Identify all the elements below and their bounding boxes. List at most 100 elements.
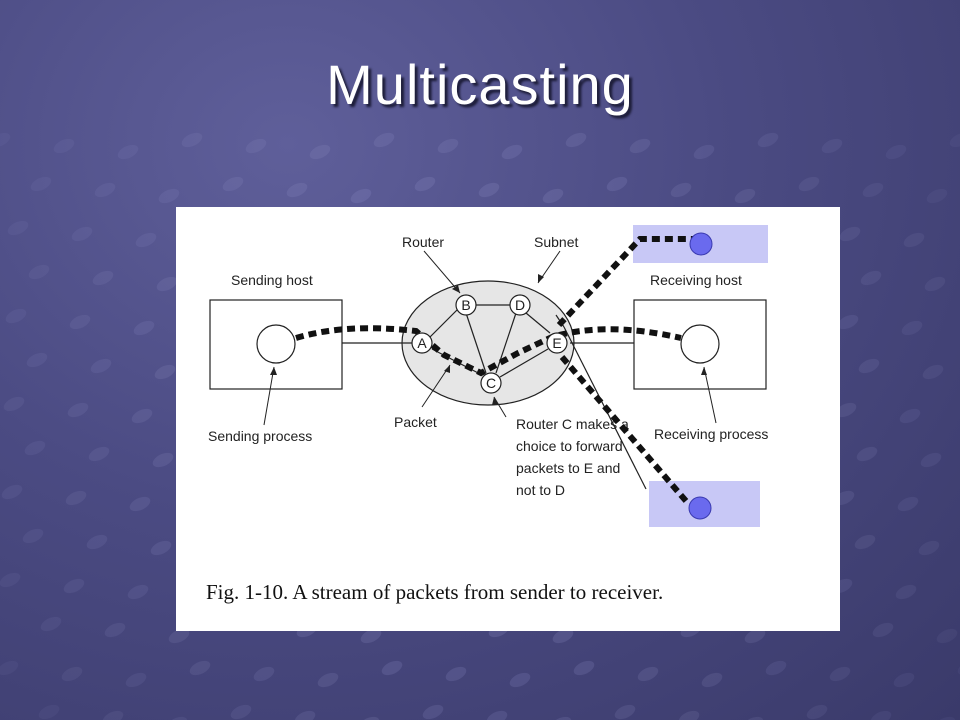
background-dot bbox=[309, 144, 331, 160]
background-dot bbox=[509, 672, 531, 688]
background-dot bbox=[61, 666, 83, 682]
background-dot bbox=[358, 716, 380, 720]
background-dot bbox=[678, 710, 700, 720]
background-dot bbox=[152, 452, 174, 468]
receiving-process-circle bbox=[680, 324, 720, 364]
background-dot bbox=[7, 220, 29, 236]
background-dot bbox=[899, 408, 921, 424]
background-dot bbox=[0, 132, 11, 148]
figure-panel: A B C D E bbox=[176, 207, 840, 631]
background-dot bbox=[629, 138, 651, 154]
multicast-receiver-dot-top bbox=[689, 232, 713, 256]
background-dot bbox=[67, 402, 89, 418]
background-dot bbox=[53, 138, 75, 154]
label-router-c-note-2: choice to forward bbox=[516, 438, 623, 454]
label-router-c-note-4: not to D bbox=[516, 482, 565, 498]
multicast-path-bottom bbox=[559, 355, 689, 503]
background-dot bbox=[150, 540, 172, 556]
background-dot bbox=[860, 270, 882, 286]
background-dot bbox=[798, 176, 820, 192]
slide-title: Multicasting bbox=[326, 53, 634, 116]
background-dot bbox=[542, 188, 564, 204]
background-dot bbox=[701, 672, 723, 688]
background-dot bbox=[893, 672, 915, 688]
background-dot bbox=[744, 628, 766, 644]
label-router-c-note-1: Router C makes a bbox=[516, 416, 629, 432]
background-dot bbox=[837, 314, 859, 330]
background-dot bbox=[934, 716, 956, 720]
figure-caption: Fig. 1-10. A stream of packets from send… bbox=[206, 580, 663, 604]
background-dot bbox=[65, 490, 87, 506]
label-sending-host: Sending host bbox=[231, 272, 313, 288]
background-dot bbox=[918, 540, 940, 556]
background-dot bbox=[0, 660, 19, 676]
background-dot bbox=[614, 704, 636, 720]
background-dot bbox=[422, 704, 444, 720]
background-dot bbox=[104, 622, 126, 638]
background-dot bbox=[26, 352, 48, 368]
background-dot bbox=[69, 314, 91, 330]
background-dot bbox=[854, 534, 876, 550]
background-dot bbox=[30, 176, 52, 192]
background-dot bbox=[317, 672, 339, 688]
background-dot bbox=[550, 716, 572, 720]
background-dot bbox=[181, 132, 203, 148]
background-dot bbox=[5, 308, 27, 324]
background-dot bbox=[829, 666, 851, 682]
node-label-c: C bbox=[486, 375, 496, 391]
background-dot bbox=[294, 710, 316, 720]
background-dot bbox=[924, 276, 946, 292]
label-sending-process: Sending process bbox=[208, 428, 312, 444]
background-dot bbox=[86, 534, 108, 550]
background-dot bbox=[102, 710, 124, 720]
background-dot bbox=[253, 666, 275, 682]
router-node-c: C bbox=[480, 372, 502, 394]
background-dot bbox=[922, 364, 944, 380]
background-dot bbox=[926, 188, 948, 204]
background-dot bbox=[872, 622, 894, 638]
background-dot bbox=[486, 710, 508, 720]
background-dot bbox=[901, 320, 923, 336]
label-subnet: Subnet bbox=[534, 234, 578, 250]
background-dot bbox=[168, 628, 190, 644]
background-dot bbox=[154, 364, 176, 380]
background-dot bbox=[757, 132, 779, 148]
background-dot bbox=[742, 716, 764, 720]
background-dot bbox=[765, 660, 787, 676]
background-dot bbox=[117, 144, 139, 160]
background-dot bbox=[71, 226, 93, 242]
label-router-c-note-3: packets to E and bbox=[516, 460, 620, 476]
background-dot bbox=[189, 660, 211, 676]
network-diagram: A B C D E bbox=[206, 225, 768, 604]
multicast-path-top bbox=[556, 236, 696, 328]
background-dot bbox=[360, 628, 382, 644]
background-dot bbox=[286, 182, 308, 198]
background-dot bbox=[936, 628, 958, 644]
background-dot bbox=[445, 666, 467, 682]
background-dot bbox=[94, 182, 116, 198]
router-node-a: A bbox=[411, 332, 433, 354]
background-dot bbox=[350, 188, 372, 204]
background-dot bbox=[156, 276, 178, 292]
background-dot bbox=[131, 408, 153, 424]
background-dot bbox=[230, 704, 252, 720]
background-dot bbox=[414, 176, 436, 192]
background-dot bbox=[129, 496, 151, 512]
background-dot bbox=[565, 132, 587, 148]
background-dot bbox=[245, 138, 267, 154]
background-dot bbox=[22, 528, 44, 544]
label-receiving-host: Receiving host bbox=[650, 272, 742, 288]
background-dot bbox=[478, 182, 500, 198]
sending-process-circle bbox=[256, 324, 296, 364]
background-dot bbox=[806, 704, 828, 720]
background-dot bbox=[856, 446, 878, 462]
node-label-b: B bbox=[461, 297, 470, 313]
background-dot bbox=[573, 660, 595, 676]
background-dot bbox=[734, 188, 756, 204]
background-dot bbox=[1, 484, 23, 500]
background-dot bbox=[158, 188, 180, 204]
background-dot bbox=[552, 628, 574, 644]
background-dot bbox=[133, 320, 155, 336]
background-dot bbox=[127, 584, 149, 600]
background-dot bbox=[90, 358, 112, 374]
